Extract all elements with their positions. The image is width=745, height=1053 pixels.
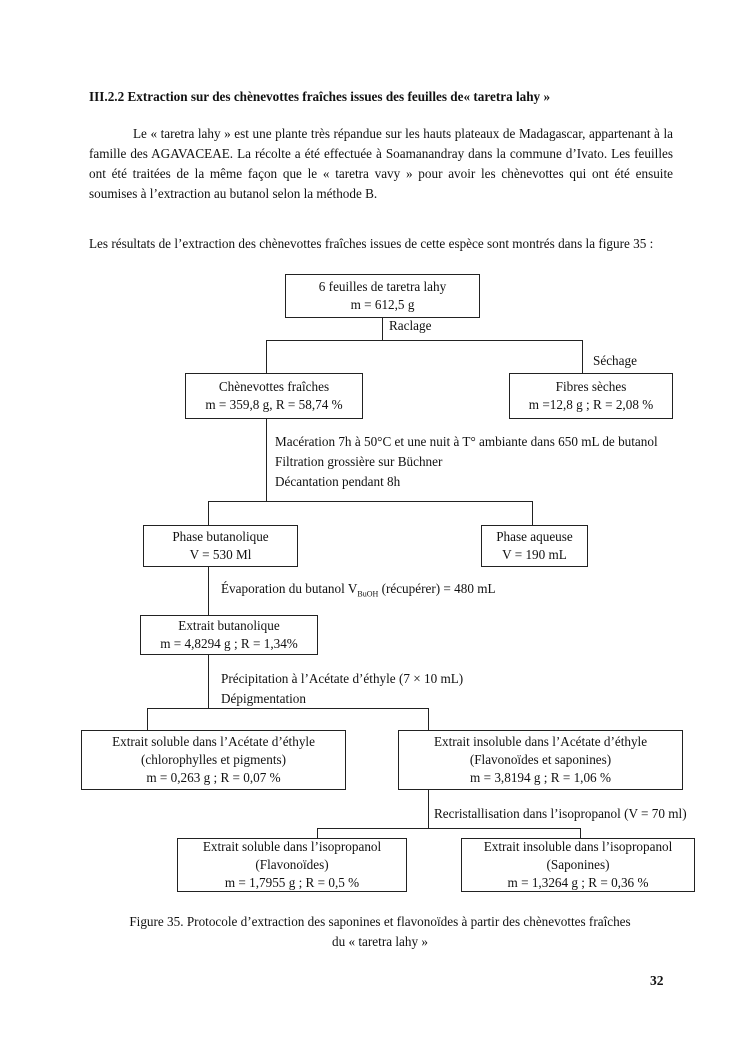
connector-to-isopropanol-soluble	[317, 828, 318, 838]
connector-to-fresh	[266, 340, 267, 373]
box-butanolic-extract-name: Extrait butanolique	[178, 618, 280, 633]
box-leaves-mass: m = 612,5 g	[350, 297, 415, 312]
step-recrystallisation: Recristallisation dans l’isopropanol (V …	[434, 806, 687, 821]
step-evaporation-subscript: BuOH	[357, 589, 379, 599]
box-aqueous-phase-name: Phase aqueuse	[496, 529, 573, 544]
step-evaporation-text: Évaporation du butanol VBuOH (récupérer)…	[221, 579, 496, 605]
box-acetate-soluble: Extrait soluble dans l’Acétate d’éthyle …	[81, 730, 346, 790]
box-dry-values: m =12,8 g ; R = 2,08 %	[528, 397, 654, 412]
box-acetate-insoluble: Extrait insoluble dans l’Acétate d’éthyl…	[398, 730, 683, 790]
box-dry-name: Fibres sèches	[555, 379, 627, 394]
connector-butanolic-down	[208, 567, 209, 615]
connector-to-acetate-soluble	[147, 708, 148, 730]
connector-to-isopropanol-insoluble	[580, 828, 581, 838]
box-isopropanol-soluble-name: Extrait soluble dans l’isopropanol	[202, 839, 382, 854]
box-acetate-insoluble-content: (Flavonoïdes et saponines)	[469, 752, 612, 767]
connector-extract-down	[208, 655, 209, 708]
box-acetate-soluble-name: Extrait soluble dans l’Acétate d’éthyle	[112, 734, 315, 749]
box-isopropanol-insoluble-content: (Saponines)	[546, 857, 610, 872]
connector-to-aqueous	[532, 501, 533, 525]
connector-fresh-down	[266, 419, 267, 501]
connector-to-acetate-insoluble	[428, 708, 429, 730]
box-leaves: 6 feuilles de taretra lahy m = 612,5 g	[285, 274, 480, 318]
step-maceration-line2: Filtration grossière sur Büchner	[275, 454, 443, 469]
box-butanolic-phase-name: Phase butanolique	[172, 529, 269, 544]
figure-caption-line2: du « taretra lahy »	[332, 934, 428, 949]
box-isopropanol-soluble: Extrait soluble dans l’isopropanol (Flav…	[177, 838, 407, 892]
step-evaporation-suffix: (récupérer) = 480 mL	[378, 581, 496, 596]
connector-split-2	[208, 501, 532, 502]
box-fresh-values: m = 359,8 g, R = 58,74 %	[205, 397, 343, 412]
paragraph-intro: Le « taretra lahy » est une plante très …	[89, 126, 673, 201]
step-maceration-line1: Macération 7h à 50°C et une nuit à T° am…	[275, 434, 658, 449]
connector-insoluble-down	[428, 790, 429, 828]
step-maceration: Macération 7h à 50°C et une nuit à T° am…	[275, 432, 658, 492]
box-acetate-soluble-values: m = 0,263 g ; R = 0,07 %	[146, 770, 281, 785]
step-precipitation: Précipitation à l’Acétate d’éthyle (7 × …	[221, 669, 463, 709]
step-precipitation-line1: Précipitation à l’Acétate d’éthyle (7 × …	[221, 671, 464, 686]
box-butanolic-extract: Extrait butanolique m = 4,8294 g ; R = 1…	[140, 615, 318, 655]
step-evaporation: Évaporation du butanol VBuOH (récupérer)…	[221, 579, 496, 605]
figure-caption: Figure 35. Protocole d’extraction des sa…	[60, 912, 700, 952]
box-acetate-insoluble-name: Extrait insoluble dans l’Acétate d’éthyl…	[433, 734, 648, 749]
connector-split-4	[317, 828, 580, 829]
connector-split-1	[266, 340, 582, 341]
box-aqueous-phase: Phase aqueuse V = 190 mL	[481, 525, 588, 567]
box-dry-fibres: Fibres sèches m =12,8 g ; R = 2,08 %	[509, 373, 673, 419]
step-precipitation-line2: Dépigmentation	[221, 691, 306, 706]
box-leaves-name: 6 feuilles de taretra lahy	[318, 279, 447, 294]
box-fresh-chenevottes: Chènevottes fraîches m = 359,8 g, R = 58…	[185, 373, 363, 419]
connector-leaves-down	[382, 318, 383, 340]
connector-to-butanolic	[208, 501, 209, 525]
connector-to-dry	[582, 340, 583, 373]
page-number: 32	[650, 973, 664, 988]
step-sechage: Séchage	[593, 353, 637, 368]
paragraph-results: Les résultats de l’extraction des chènev…	[89, 236, 654, 251]
box-fresh-name: Chènevottes fraîches	[218, 379, 330, 394]
step-maceration-line3: Décantation pendant 8h	[275, 474, 401, 489]
box-butanolic-phase-volume: V = 530 Ml	[189, 547, 252, 562]
box-isopropanol-insoluble-name: Extrait insoluble dans l’isopropanol	[483, 839, 673, 854]
box-aqueous-phase-volume: V = 190 mL	[502, 547, 567, 562]
box-acetate-insoluble-values: m = 3,8194 g ; R = 1,06 %	[470, 770, 611, 785]
figure-caption-line1: Figure 35. Protocole d’extraction des sa…	[129, 914, 631, 929]
box-isopropanol-soluble-values: m = 1,7955 g ; R = 0,5 %	[224, 875, 360, 890]
box-butanolic-extract-values: m = 4,8294 g ; R = 1,34%	[160, 636, 298, 651]
box-acetate-soluble-content: (chlorophylles et pigments)	[140, 752, 287, 767]
connector-split-3	[147, 708, 428, 709]
box-isopropanol-insoluble: Extrait insoluble dans l’isopropanol (Sa…	[461, 838, 695, 892]
box-butanolic-phase: Phase butanolique V = 530 Ml	[143, 525, 298, 567]
step-raclage: Raclage	[389, 318, 432, 333]
step-evaporation-prefix: Évaporation du butanol V	[221, 581, 358, 596]
box-isopropanol-insoluble-values: m = 1,3264 g ; R = 0,36 %	[507, 875, 649, 890]
section-heading: III.2.2 Extraction sur des chènevottes f…	[89, 89, 551, 104]
box-isopropanol-soluble-content: (Flavonoïdes)	[255, 857, 329, 872]
